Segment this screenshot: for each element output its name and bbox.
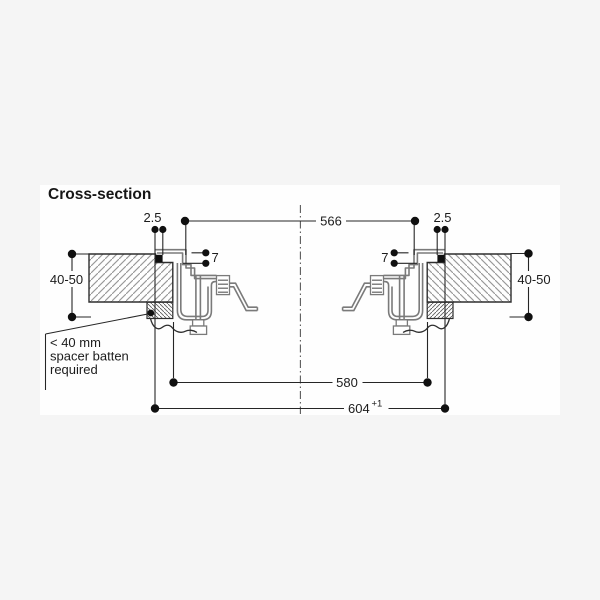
callout-line-1: < 40 mm [50,335,101,350]
dim-label-overall-width-tolerance: +1 [372,399,383,410]
dim-label-cutout-width: 580 [336,375,358,390]
dim-label-overall-width: 604 [348,401,370,416]
dim-edge-gap-right: 2.5 [433,210,452,405]
page-title: Cross-section [48,186,151,203]
dim-label-frame-height-left: 7 [212,250,219,265]
callout-line-3: required [50,362,98,377]
dim-frame-height-right: 7 [381,249,417,267]
dim-overall-width: 604 +1 [150,399,450,416]
dim-label-appliance-width: 566 [320,214,342,229]
dim-appliance-width: 566 [180,214,420,255]
dim-cutout-width: 580 [169,322,432,390]
dim-label-edge-gap-left: 2.5 [143,210,161,225]
spacer-batten-callout: < 40 mm spacer batten required [44,309,155,390]
dim-edge-gap-left: 2.5 [143,210,167,405]
dim-label-worktop-thickness-right: 40-50 [517,272,550,287]
dim-label-edge-gap-right: 2.5 [433,210,451,225]
dim-worktop-thickness-left: 40-50 [50,249,91,322]
dim-frame-height-left: 7 [183,249,219,267]
dim-label-frame-height-right: 7 [381,250,388,265]
dim-worktop-thickness-right: 40-50 [509,249,551,322]
callout-line-2: spacer batten [50,349,129,364]
dim-label-worktop-thickness-left: 40-50 [50,272,83,287]
